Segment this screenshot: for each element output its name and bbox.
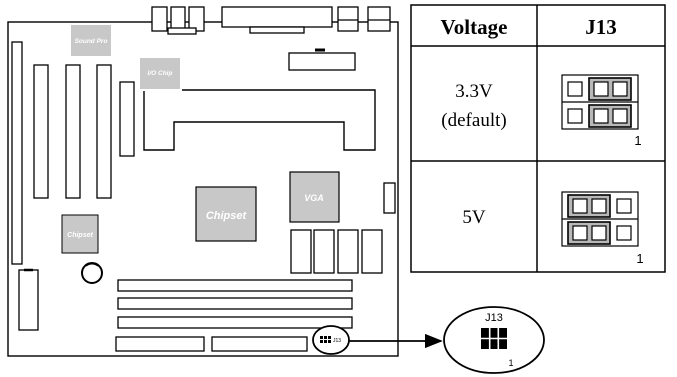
sound-chip-label: Sound Pro: [75, 38, 108, 45]
io-chip: I/O Chip: [138, 56, 182, 91]
chipset-small: Chipset: [61, 214, 99, 254]
ide-connectors: [115, 336, 308, 352]
row2-pin-label: 1: [636, 251, 643, 266]
small-vertical-connector: [119, 81, 135, 157]
chipset-main-label: Chipset: [206, 210, 248, 222]
chipset-main: Chipset: [195, 186, 257, 242]
jumper-small-label: J13: [333, 338, 341, 344]
table-header-voltage: Voltage: [441, 15, 508, 39]
motherboard: Sound Pro I/O Chip Chipset VGA Chipset: [7, 6, 399, 357]
row1-voltage: 3.3V: [455, 81, 493, 102]
side-connector: [383, 182, 396, 214]
row1-voltage-note: (default): [441, 110, 506, 131]
table-header-jumper: J13: [585, 15, 617, 39]
memory-modules: [290, 229, 383, 274]
row1-jumper-setting: 1: [561, 74, 642, 148]
header-connector: [288, 52, 356, 71]
back-panel-connectors: [151, 6, 391, 35]
row2-jumper-setting: 1: [561, 191, 644, 266]
chipset-small-label: Chipset: [67, 232, 93, 239]
jumper-location: J13: [312, 325, 350, 355]
sound-chip: Sound Pro: [69, 23, 113, 58]
callout-jumper-pins: [481, 328, 507, 349]
row2-voltage: 5V: [462, 207, 486, 228]
row1-pin-label: 1: [634, 133, 641, 148]
cpu-slot: [143, 89, 376, 151]
vertical-slots: [33, 64, 112, 199]
callout: J13 1: [349, 306, 545, 374]
left-slot: [11, 41, 23, 265]
expansion-slots: [117, 279, 353, 329]
jumper-table: Voltage J13 3.3V (default) 1 5V: [410, 4, 666, 273]
bios-chip: [18, 269, 39, 331]
vga-chip-label: VGA: [304, 193, 324, 203]
callout-pin-label: 1: [508, 358, 513, 368]
battery: [81, 262, 103, 284]
io-chip-label: I/O Chip: [148, 70, 173, 77]
callout-label: J13: [485, 312, 503, 324]
vga-chip: VGA: [289, 171, 340, 223]
